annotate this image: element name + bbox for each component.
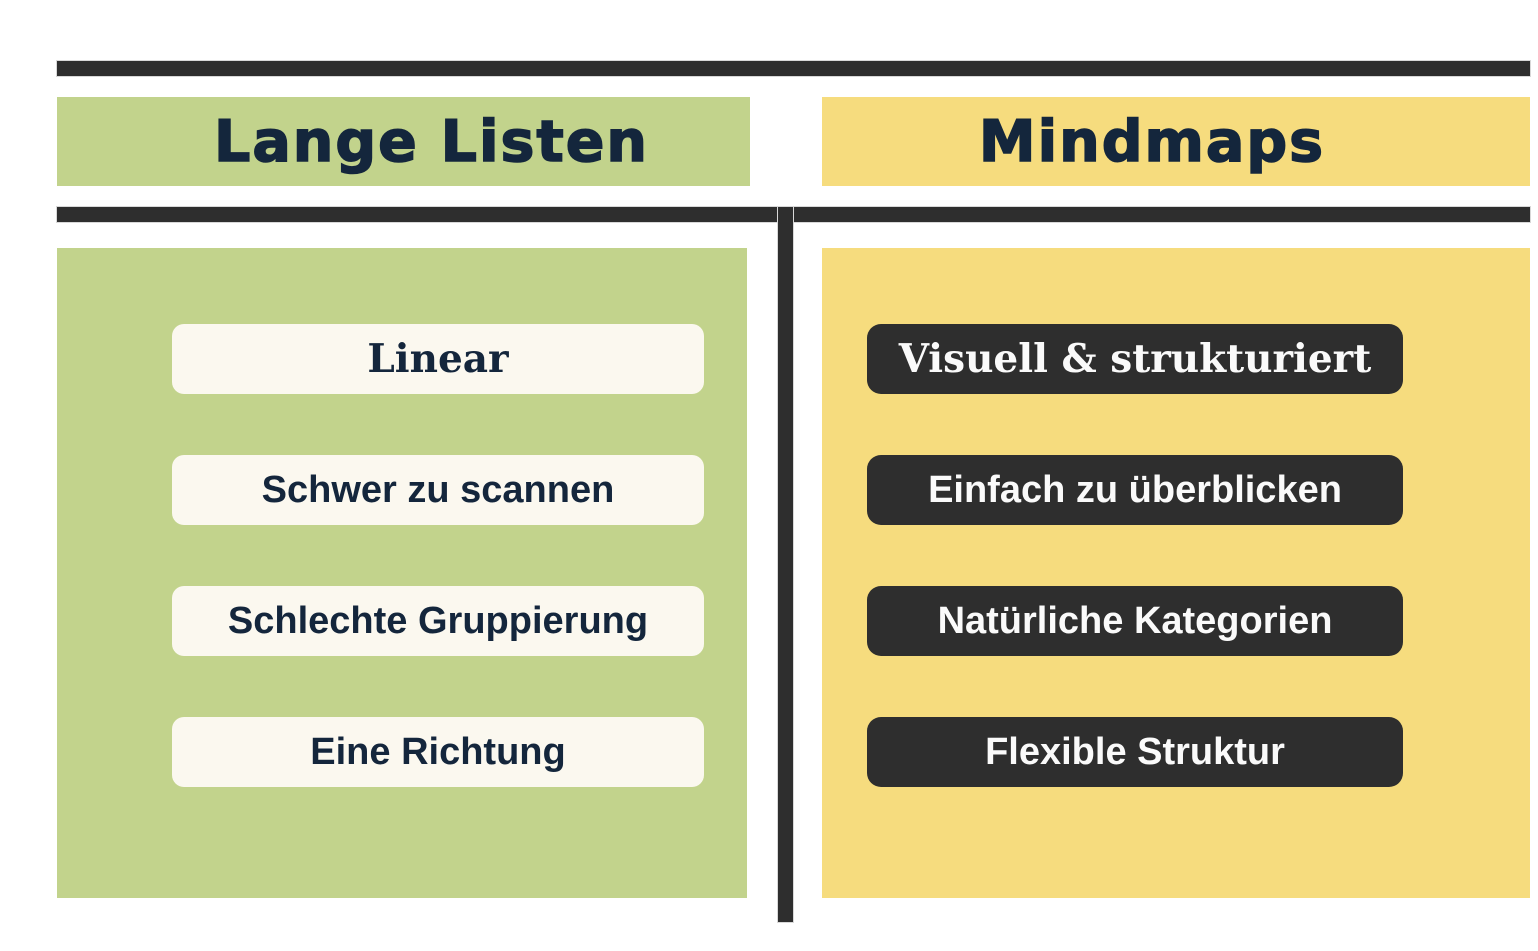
vertical-divider [778,207,793,922]
column-title-mindmaps: Mindmaps [978,108,1326,176]
column-title-lange-listen: Lange Listen [213,108,649,176]
list-item-flexible-struktur: Flexible Struktur [867,717,1403,787]
item-label: Schwer zu scannen [261,468,615,511]
item-label: Flexible Struktur [985,730,1285,773]
item-label: Eine Richtung [310,730,566,773]
list-item-einfach-zu-ueberblicken: Einfach zu überblicken [867,455,1403,525]
list-item-schlechte-gruppierung: Schlechte Gruppierung [172,586,704,656]
lange-listen-panel: Linear Schwer zu scannen Schlechte Grupp… [57,248,747,898]
mindmaps-panel: Visuell & strukturiert Einfach zu überbl… [822,248,1530,898]
list-item-visuell-strukturiert: Visuell & strukturiert [867,324,1403,394]
middle-divider-bar [57,207,1530,222]
column-header-lange-listen: Lange Listen [57,97,750,186]
list-item-schwer-zu-scannen: Schwer zu scannen [172,455,704,525]
list-item-natuerliche-kategorien: Natürliche Kategorien [867,586,1403,656]
item-label: Einfach zu überblicken [928,468,1342,511]
item-label: Natürliche Kategorien [937,599,1333,642]
list-item-linear: Linear [172,324,704,394]
top-divider-bar [57,61,1530,76]
list-item-eine-richtung: Eine Richtung [172,717,704,787]
item-label: Visuell & strukturiert [898,336,1372,382]
item-label: Schlechte Gruppierung [227,599,649,642]
column-header-mindmaps: Mindmaps [822,97,1530,186]
item-label: Linear [367,336,509,382]
